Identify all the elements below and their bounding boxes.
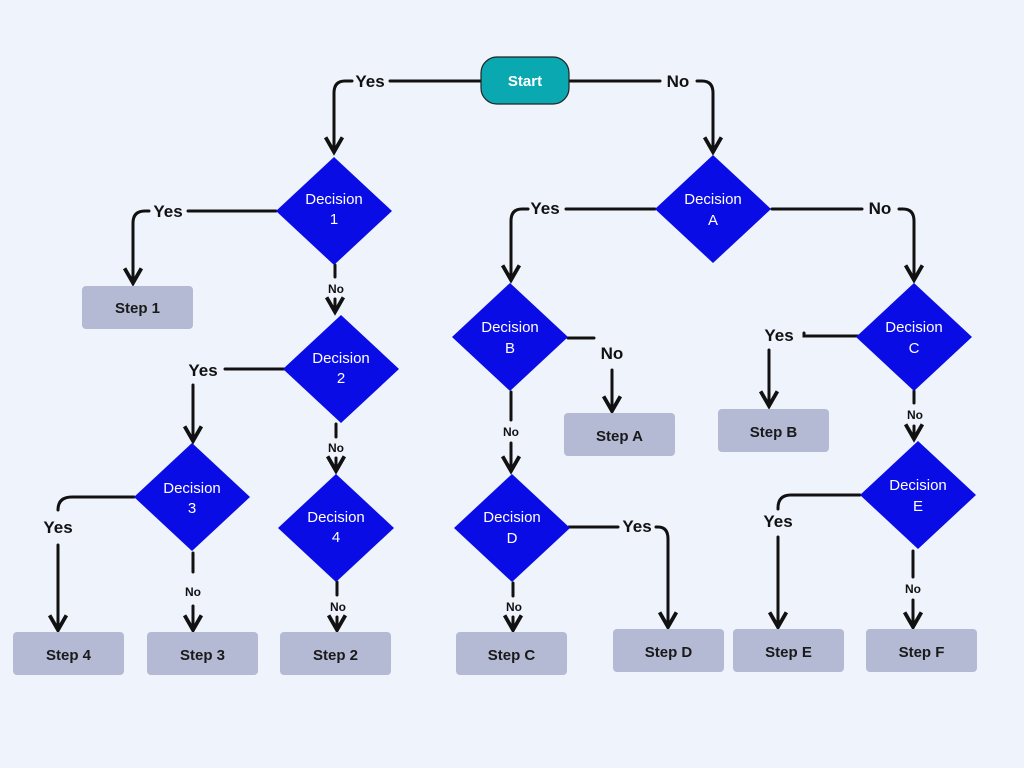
- decision-c[interactable]: Decision C: [856, 283, 972, 391]
- edge-dA-no-down: [897, 207, 925, 284]
- edge-d3-yes: [56, 495, 136, 512]
- decision-3-id: 3: [188, 500, 196, 517]
- step-4-label: Step 4: [46, 647, 92, 664]
- label-dB-no-down: No: [503, 425, 519, 439]
- label-dB-no-right: No: [601, 344, 624, 363]
- step-3-label: Step 3: [180, 647, 225, 664]
- step-f-label: Step F: [899, 644, 945, 661]
- step-b-label: Step B: [750, 424, 798, 441]
- start-label: Start: [508, 73, 542, 90]
- edge-dA-yes-down: [500, 207, 530, 284]
- decision-a-id: A: [708, 212, 718, 229]
- decision-3[interactable]: Decision 3: [134, 443, 250, 551]
- label-dC-no: No: [907, 408, 923, 422]
- label-d1-no: No: [328, 282, 344, 296]
- decision-2-id: 2: [337, 370, 345, 387]
- decision-b-label: Decision: [481, 319, 539, 336]
- step-1[interactable]: Step 1: [82, 286, 193, 329]
- step-1-label: Step 1: [115, 300, 160, 317]
- step-4[interactable]: Step 4: [13, 632, 124, 675]
- decision-3-label: Decision: [163, 480, 221, 497]
- step-d[interactable]: Step D: [613, 629, 724, 672]
- label-d1-yes: Yes: [153, 202, 182, 221]
- label-d2-no: No: [328, 441, 344, 455]
- edge-start-yes-down: [323, 79, 354, 156]
- decision-d[interactable]: Decision D: [454, 474, 570, 582]
- decision-e-label: Decision: [889, 477, 947, 494]
- label-d3-yes: Yes: [43, 518, 72, 537]
- edge-dD-yes-down: [654, 525, 679, 631]
- decision-1-label: Decision: [305, 191, 363, 208]
- decision-c-id: C: [909, 340, 920, 357]
- decision-e[interactable]: Decision E: [860, 441, 976, 549]
- edge-start-no-down: [695, 79, 724, 156]
- label-dC-yes: Yes: [764, 326, 793, 345]
- label-dD-no: No: [506, 600, 522, 614]
- step-d-label: Step D: [645, 644, 693, 661]
- edge-dE-yes: [776, 493, 862, 511]
- start-node[interactable]: Start: [480, 56, 570, 105]
- decision-d-id: D: [507, 530, 518, 547]
- step-f[interactable]: Step F: [866, 629, 977, 672]
- step-a-label: Step A: [596, 428, 643, 445]
- edge-d1-yes-down: [122, 209, 151, 287]
- decision-a[interactable]: Decision A: [655, 155, 771, 263]
- label-dD-yes: Yes: [622, 517, 651, 536]
- step-e[interactable]: Step E: [733, 629, 844, 672]
- step-b[interactable]: Step B: [718, 409, 829, 452]
- label-dE-no: No: [905, 582, 921, 596]
- label-start-no: No: [667, 72, 690, 91]
- decision-b[interactable]: Decision B: [452, 283, 568, 391]
- decision-4-label: Decision: [307, 509, 365, 526]
- step-a[interactable]: Step A: [564, 413, 675, 456]
- edge-dC-yes: [802, 331, 860, 338]
- decision-d-label: Decision: [483, 509, 541, 526]
- label-dA-no: No: [869, 199, 892, 218]
- step-c[interactable]: Step C: [456, 632, 567, 675]
- step-c-label: Step C: [488, 647, 536, 664]
- decision-e-id: E: [913, 498, 923, 515]
- decision-b-id: B: [505, 340, 515, 357]
- decision-1-id: 1: [330, 211, 338, 228]
- label-d4-no: No: [330, 600, 346, 614]
- label-d3-no: No: [185, 585, 201, 599]
- decision-a-label: Decision: [684, 191, 742, 208]
- step-3[interactable]: Step 3: [147, 632, 258, 675]
- step-2-label: Step 2: [313, 647, 358, 664]
- decision-4-id: 4: [332, 529, 340, 546]
- step-2[interactable]: Step 2: [280, 632, 391, 675]
- label-dE-yes: Yes: [763, 512, 792, 531]
- step-e-label: Step E: [765, 644, 812, 661]
- decision-1[interactable]: Decision 1: [276, 157, 392, 265]
- decision-2[interactable]: Decision 2: [283, 315, 399, 423]
- decision-2-label: Decision: [312, 350, 370, 367]
- label-d2-yes: Yes: [188, 361, 217, 380]
- decision-4[interactable]: Decision 4: [278, 474, 394, 582]
- decision-c-label: Decision: [885, 319, 943, 336]
- label-start-yes: Yes: [355, 72, 384, 91]
- label-dA-yes: Yes: [530, 199, 559, 218]
